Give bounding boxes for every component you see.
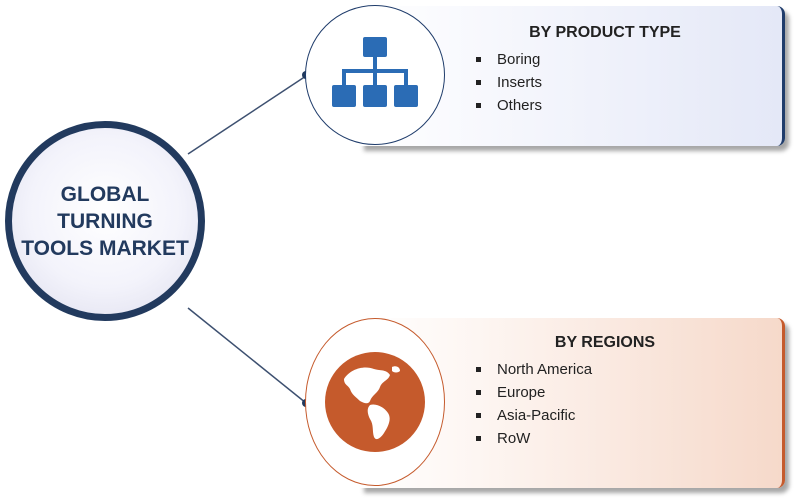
list-item-label: Asia-Pacific xyxy=(497,407,576,424)
list-item: Others xyxy=(470,94,542,117)
center-circle: GLOBAL TURNING TOOLS MARKET xyxy=(5,121,205,321)
list-item-label: Europe xyxy=(497,384,546,401)
list-item: RoW xyxy=(470,427,592,450)
globe-icon xyxy=(325,352,425,452)
list-item-label: North America xyxy=(497,361,593,378)
product-type-icon-circle xyxy=(305,5,445,145)
list-item-label: RoW xyxy=(497,430,531,447)
product-type-list: Boring Inserts Others xyxy=(470,48,542,117)
bullet-icon xyxy=(476,390,481,395)
center-title: GLOBAL TURNING TOOLS MARKET xyxy=(21,182,189,260)
regions-title: BY REGIONS xyxy=(554,334,656,351)
bullet-icon xyxy=(476,436,481,441)
list-item: Asia-Pacific xyxy=(470,404,592,427)
americas-map-icon xyxy=(344,366,400,440)
list-item-label: Inserts xyxy=(497,74,543,91)
connector-line-bottom xyxy=(187,307,307,404)
product-type-title: BY PRODUCT TYPE xyxy=(529,24,681,41)
bullet-icon xyxy=(476,413,481,418)
regions-icon-circle xyxy=(305,318,445,486)
list-item: Inserts xyxy=(470,71,542,94)
hierarchy-icon xyxy=(332,37,418,107)
regions-list: North America Europe Asia-Pacific RoW xyxy=(470,358,592,450)
connector-line-top xyxy=(187,75,307,155)
bullet-icon xyxy=(476,57,481,62)
list-item-label: Others xyxy=(497,97,543,114)
list-item: Boring xyxy=(470,48,542,71)
bullet-icon xyxy=(476,367,481,372)
list-item: Europe xyxy=(470,381,592,404)
list-item-label: Boring xyxy=(497,51,541,68)
bullet-icon xyxy=(476,103,481,108)
list-item: North America xyxy=(470,358,592,381)
bullet-icon xyxy=(476,80,481,85)
